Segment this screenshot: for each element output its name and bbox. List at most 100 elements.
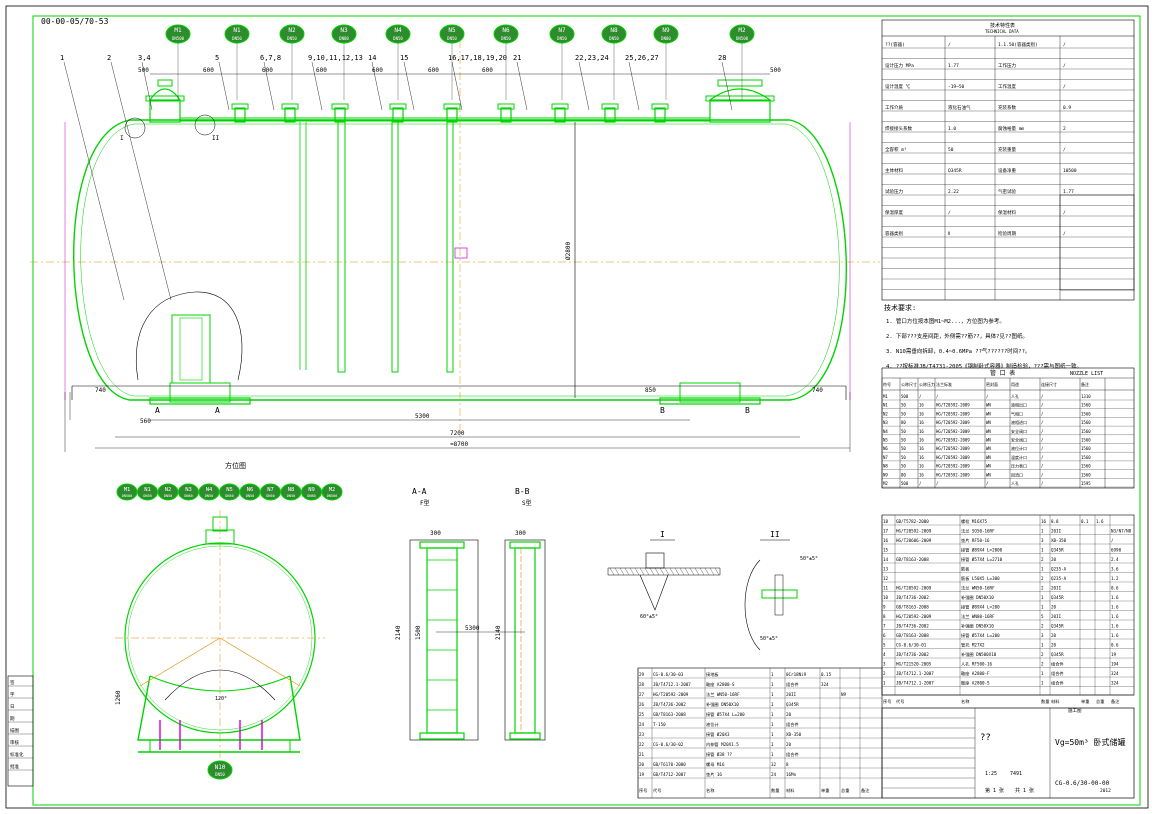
parts-col-header: 名称: [961, 698, 969, 705]
parts-cell: Q345R: [1051, 652, 1064, 657]
tech-table: [881, 19, 1135, 301]
parts-cell: 组合件: [1051, 670, 1064, 677]
parts-cell: 1: [1041, 643, 1044, 648]
parts-cell: 1.6: [1096, 519, 1104, 524]
nozzle-flange: [331, 103, 349, 110]
parts-cell: 接管 Ø89X4 L=2800: [961, 547, 1003, 554]
parts-cell: 23: [639, 732, 645, 737]
parts-cell: 7: [883, 624, 886, 629]
top-nozzle: [654, 107, 666, 123]
detail-i-angle: 60°±5°: [640, 614, 658, 620]
nozzle-cell: 16: [919, 403, 924, 408]
hatch: [714, 567, 720, 576]
orient-size: DN50: [225, 494, 233, 498]
parts-cell: 1: [1041, 548, 1044, 553]
parts-cell: CG-0.6/30-03: [653, 672, 684, 677]
parts-cell: 1: [771, 702, 774, 707]
leader-label: 6,7,8: [260, 54, 281, 62]
parts-col-header: 备注: [861, 787, 870, 794]
parts-cell: 鞍座 A2800-S: [961, 680, 990, 687]
parts-cell: 0.6: [1111, 643, 1119, 648]
detail-ii-angle: 50°±5°: [800, 556, 818, 562]
parts-cell: 20II: [786, 692, 797, 697]
title-sheets: 共 1 张: [1015, 787, 1034, 794]
nozzle-size: DN50: [447, 36, 457, 41]
parts-cell: 1: [1041, 595, 1044, 600]
top-nozzle: [554, 107, 566, 123]
saddle-bb-base: [509, 732, 541, 740]
top-nozzle: [604, 107, 616, 123]
hatch: [689, 567, 695, 576]
orient-size: DN80: [307, 494, 315, 498]
nozzle-cell: /: [1041, 403, 1044, 408]
outer-border: [5, 5, 1149, 809]
nozzle-cell: 50: [901, 464, 906, 469]
saddle-bb-plate: [514, 547, 536, 734]
top-nozzle: [284, 107, 296, 123]
nozzle-cell: WN: [986, 403, 991, 408]
parts-cell: 1.6: [1111, 624, 1119, 629]
nozzle-col-header: 密封面: [986, 381, 998, 387]
nozzle-cell: N2: [883, 411, 888, 416]
parts-cell: 20: [786, 742, 792, 747]
saddle-top: [679, 400, 741, 403]
tech-cell-label: 气密试验: [998, 188, 1016, 195]
hatch: [629, 567, 635, 576]
nozzle-size: DN50: [501, 36, 511, 41]
nozzle-cell: 50: [901, 446, 906, 451]
title-company: ??: [980, 733, 991, 743]
parts-cell: 1: [1041, 671, 1044, 676]
leader-line: [263, 61, 275, 111]
end-view-saddle-arc: [149, 675, 291, 692]
saddle-web: [169, 382, 231, 401]
parts-cell: HG/T20606-2009: [896, 538, 932, 543]
nozzle-cell: 1560: [1081, 429, 1091, 434]
hatch: [679, 567, 685, 576]
tech-cell-label: 设计压力 MPa: [885, 62, 914, 69]
parts-cell: 32: [771, 762, 777, 767]
parts-cell: 16Mn: [786, 772, 797, 777]
parts-cell: HG/T20592-2009: [896, 529, 932, 534]
nozzle-cell: 1560: [1081, 438, 1091, 443]
nozzle-size: DN80: [661, 36, 671, 41]
parts-cell: 1.6: [1111, 633, 1119, 638]
parts-cell: 2: [1041, 576, 1044, 581]
dim-value: 600: [203, 67, 214, 74]
tech-title-en: TECHNICAL DATA: [985, 29, 1019, 34]
detail-i-boss: [645, 552, 665, 569]
parts-cell: 1.6: [1111, 595, 1119, 600]
saddle-base: [659, 397, 761, 405]
revision-label: 日: [10, 704, 15, 710]
parts-cell: 8: [883, 614, 886, 619]
saddle-aa-plate: [426, 547, 458, 734]
nozzle-cell: 500: [901, 481, 909, 486]
nozzle-cell: 安全阀口: [1011, 428, 1027, 434]
nozzle-cell: HG/T20592-2009: [936, 472, 970, 477]
parts-cell: Q235-A: [1051, 567, 1067, 572]
orient-tag: M1: [124, 487, 131, 493]
nozzle-flange: [601, 103, 619, 110]
parts-cell: 324: [1111, 671, 1119, 676]
parts-cell: 16: [883, 538, 889, 543]
tech-cell-label: ??(容器): [885, 41, 905, 48]
nozzle-cell: N9: [883, 472, 888, 477]
nozzle-tag: N7: [558, 27, 566, 34]
tech-cell-value: /: [948, 210, 951, 216]
tech-cell-value: 1.77: [1063, 189, 1074, 195]
tech-cell-label: 工作压力: [998, 62, 1016, 69]
inner-border: [32, 15, 1141, 806]
nozzle-flange: [551, 103, 569, 110]
parts-cell: 27: [639, 692, 645, 697]
nozzle-cell: WN: [986, 472, 991, 477]
orient-tag: N5: [226, 487, 233, 493]
tech-cell-value: 2.22: [948, 189, 959, 195]
parts-cell: 接管 Ø57X4 L=200: [961, 632, 1000, 639]
nozzle-cell: WN: [986, 420, 991, 425]
orient-size: DN50: [164, 494, 172, 498]
parts-cell: 20: [1051, 557, 1057, 562]
parts-cell: 法兰 WN80-16RF: [961, 613, 995, 620]
hatch: [644, 567, 650, 576]
